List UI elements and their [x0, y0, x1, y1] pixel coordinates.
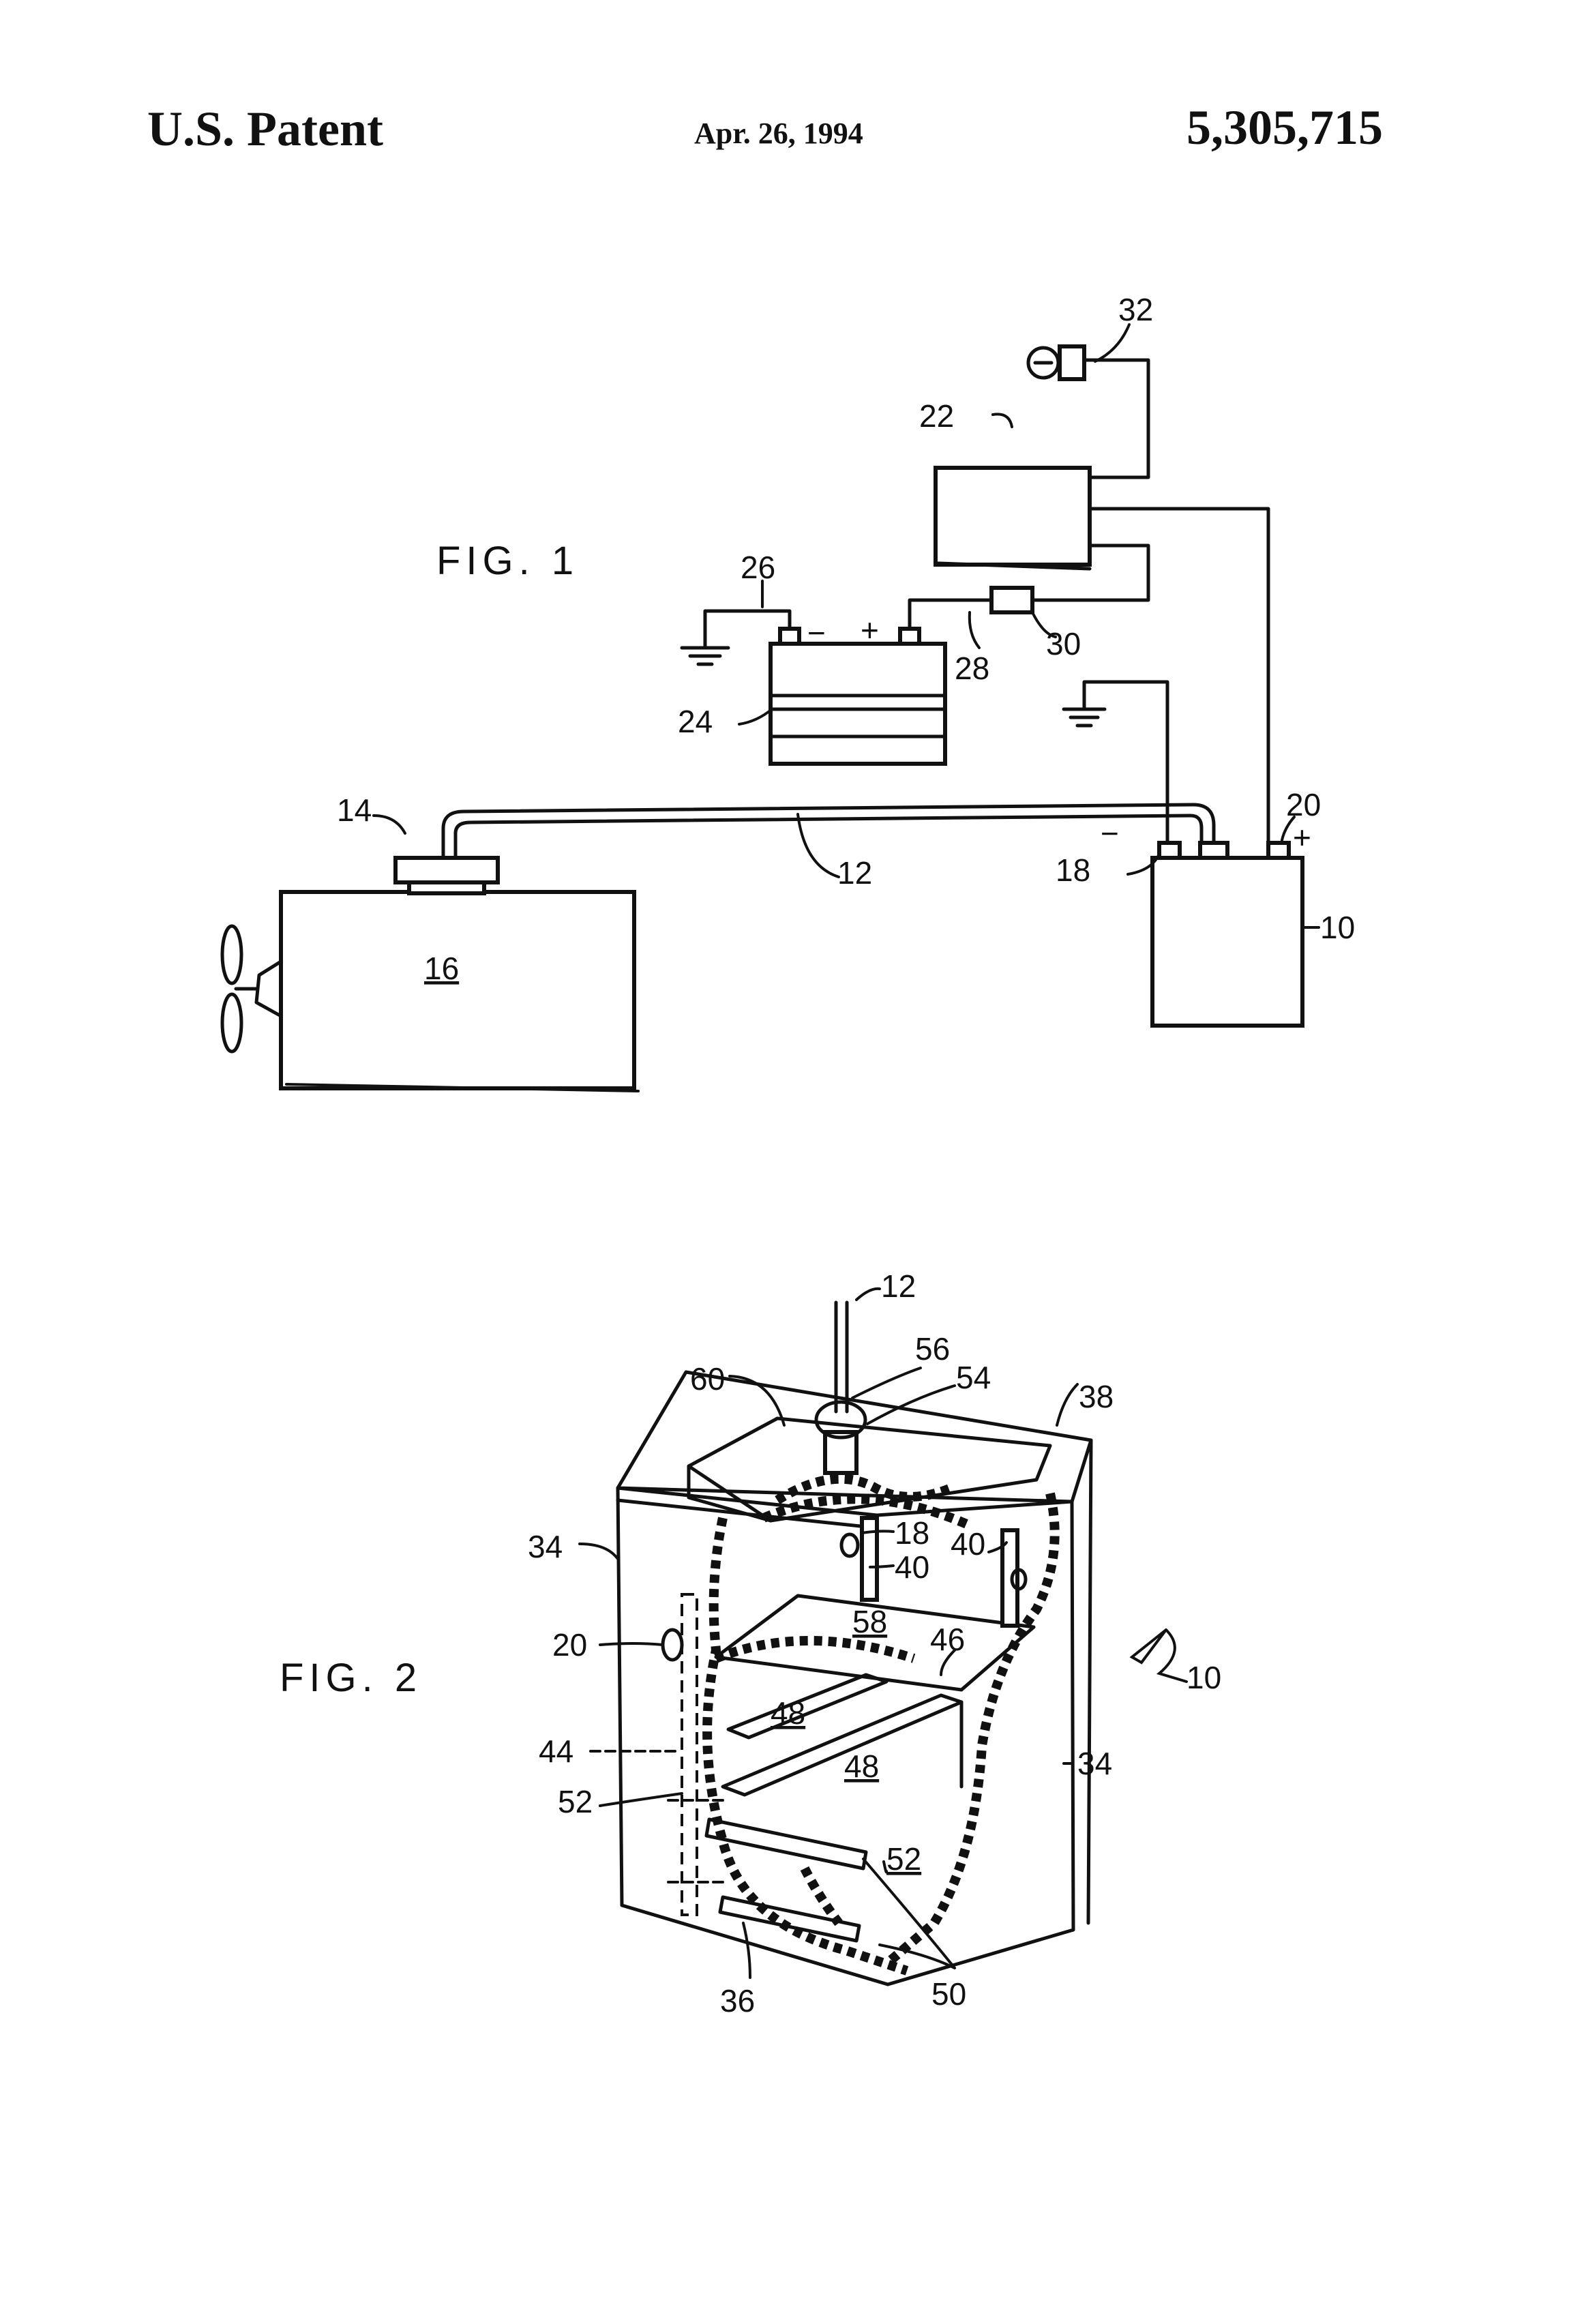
fuse-30 [991, 588, 1032, 612]
post-44 [668, 1594, 723, 1915]
ref-48-lower: 48 [844, 1748, 879, 1784]
leader-10-arrow [1132, 1630, 1166, 1663]
ref-32: 32 [1118, 292, 1153, 327]
battery-plates [706, 1675, 961, 1941]
ref-18: 18 [895, 1515, 929, 1551]
ref-34-left: 34 [528, 1529, 563, 1564]
ref-40-right: 40 [951, 1526, 985, 1562]
ref-58: 58 [852, 1604, 887, 1639]
ref-38: 38 [1079, 1379, 1114, 1414]
figure-1: FIG. 1 [222, 292, 1355, 1091]
motor-head-base [409, 882, 484, 893]
indicator-lamp-32 [1028, 346, 1084, 379]
auxiliary-battery-24 [771, 629, 945, 764]
leader-28 [970, 612, 979, 648]
leader-10 [1159, 1630, 1186, 1682]
ref-40-left: 40 [895, 1549, 929, 1585]
ground-symbol-main [1064, 709, 1105, 726]
leader-36 [743, 1923, 750, 1978]
lamp-socket [1060, 346, 1084, 379]
ref-46: 46 [930, 1622, 965, 1657]
ref-10: 10 [1320, 910, 1355, 945]
ref-26: 26 [741, 550, 775, 585]
ref-52-right: 52 [886, 1841, 921, 1877]
ref-34-right: 34 [1077, 1746, 1112, 1781]
ref-12: 12 [881, 1268, 916, 1304]
ref-54: 54 [956, 1360, 991, 1395]
power-cable-12 [443, 805, 1214, 858]
case-top-front-edge [618, 1488, 1072, 1515]
aux-battery-body [771, 644, 945, 764]
charger-positive-wire [1090, 509, 1268, 843]
leader-14 [374, 816, 405, 833]
ref-12: 12 [837, 855, 872, 891]
leader-22 [993, 414, 1012, 427]
propeller-blade-bottom [222, 994, 241, 1052]
ground-symbol-aux [682, 648, 728, 664]
power-cable-12-outline [456, 816, 1202, 858]
terminal-20 [663, 1630, 682, 1660]
ref-48-upper: 48 [771, 1695, 805, 1731]
figure-2: FIG. 2 [280, 1268, 1221, 2018]
ref-20: 20 [552, 1627, 587, 1663]
ref-52-left: 52 [558, 1784, 593, 1819]
aux-positive-terminal [900, 629, 919, 644]
main-battery-body [1152, 858, 1302, 1026]
post-44-dashed [682, 1594, 697, 1915]
main-battery [1152, 843, 1302, 1026]
motor-head-14 [395, 858, 498, 882]
plate-48-lower [723, 1695, 961, 1795]
negative-terminal-18 [1159, 843, 1180, 858]
ref-28: 28 [955, 651, 989, 686]
ref-14: 14 [337, 792, 372, 828]
aux-positive-wire-28 [910, 600, 991, 629]
aux-negative-terminal [780, 629, 799, 644]
main-ground-wire [1084, 682, 1167, 843]
leader-12 [798, 814, 839, 877]
main-minus-sign: − [1101, 816, 1119, 851]
charger-22 [936, 468, 1090, 565]
ref-30: 30 [1046, 626, 1081, 661]
ref-18: 18 [1056, 852, 1090, 888]
case-back-edge [1088, 1440, 1091, 1923]
ref-44: 44 [539, 1733, 573, 1769]
ref-10: 10 [1186, 1660, 1221, 1695]
fig2-title: FIG. 2 [280, 1656, 422, 1700]
leader-12 [856, 1289, 880, 1300]
ref-36: 36 [720, 1983, 755, 2018]
aux-plus-sign: + [861, 612, 879, 648]
positive-terminal-20 [1268, 843, 1289, 858]
propeller-blade-top [222, 926, 241, 983]
leader-20 [600, 1643, 663, 1645]
aux-minus-sign: − [807, 615, 826, 651]
ref-60: 60 [690, 1361, 725, 1397]
leader-32 [1095, 325, 1129, 361]
leader-34-left [580, 1544, 618, 1559]
leader-24 [739, 709, 772, 724]
lamp-wire [1086, 360, 1148, 477]
ref-22: 22 [919, 398, 954, 434]
motor-nose [256, 962, 281, 1016]
ref-24: 24 [678, 704, 713, 739]
main-plus-sign: + [1293, 820, 1311, 855]
cable-connector [1200, 843, 1227, 858]
ref-50: 50 [931, 1976, 966, 2012]
cable-12 [836, 1302, 847, 1412]
fig1-title: FIG. 1 [436, 539, 579, 583]
cutaway-lid-58 [716, 1641, 914, 1658]
ref-16: 16 [424, 951, 459, 986]
ref-20: 20 [1286, 787, 1321, 822]
motor-housing [281, 892, 634, 1088]
leader-38 [1057, 1384, 1077, 1425]
leader-40-left [870, 1566, 893, 1567]
ref-56: 56 [915, 1331, 950, 1367]
leader-56 [852, 1368, 921, 1398]
terminal-18 [841, 1534, 858, 1556]
